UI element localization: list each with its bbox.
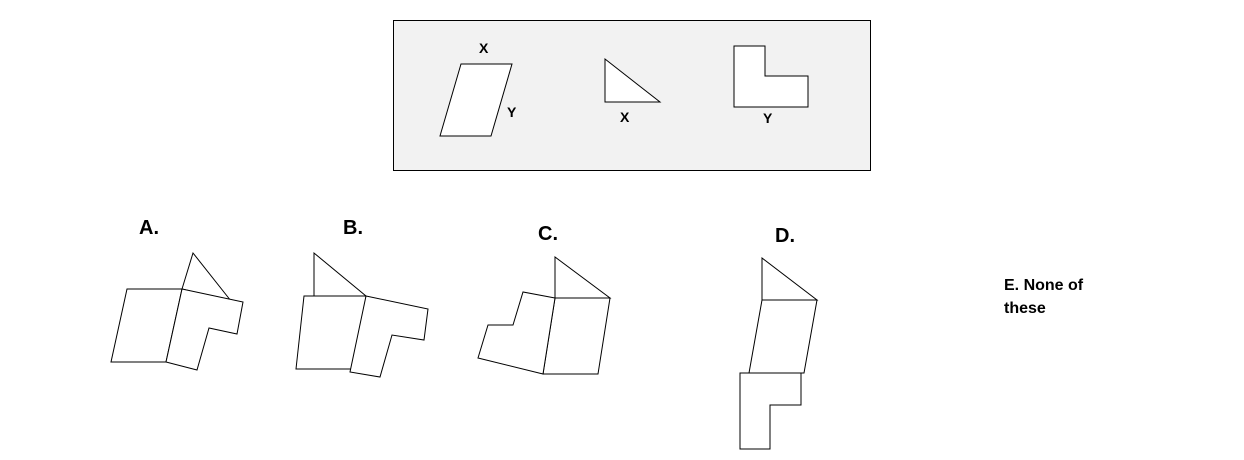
reference-parallelogram [439,63,513,137]
option-b-label: B. [343,217,363,239]
option-e-label: E. None of these [1004,277,1084,317]
option-c-triangle [554,256,612,299]
option-b-l-shape [349,295,429,378]
option-c-label: C. [538,223,558,245]
reference-l-shape [733,45,809,108]
option-a-l-shape [165,288,244,371]
option-d-figure [739,256,819,450]
option-c-l-shape [477,291,556,375]
option-d-parallelogram [748,299,818,374]
option-d-label: D. [775,225,795,247]
option-b-triangle [313,251,368,297]
reference-parallelogram-top-label: X [479,40,489,56]
option-d-triangle [761,256,819,301]
option-a-figure [110,251,244,371]
option-a-label: A. [139,217,159,239]
reference-triangle [604,57,662,103]
option-c-figure [477,256,612,375]
reference-l-shape-label: Y [763,110,773,126]
reference-triangle-label: X [620,109,630,125]
option-b-figure [295,251,429,378]
reference-parallelogram-side-label: Y [507,104,517,120]
option-d-l-shape [739,372,802,450]
